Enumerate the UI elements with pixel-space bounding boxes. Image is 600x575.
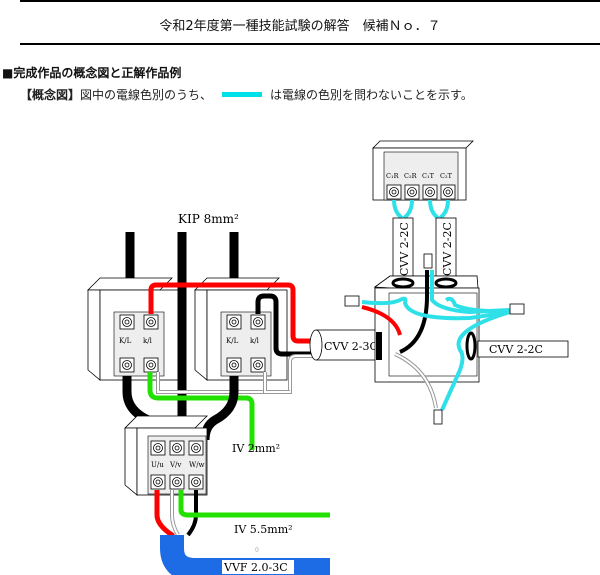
green-wire-iv2 [147,372,255,450]
legend-label: 【概念図】 [20,88,81,102]
black-cable-w [200,376,239,441]
legend-text-before: 図中の電線色別のうち、 [80,88,213,102]
terminal-block-uvw: U/u V/v W/w [124,415,208,496]
cvv-2-3c-label: CVV 2-3C [324,340,378,353]
vvf-cable [160,535,330,575]
cyan-wires-jb [361,270,511,411]
legend-text-after: は電線の色別を問わないことを示す。 [270,88,473,102]
title-rule [20,43,600,45]
page-title: 令和2年度第一種技能試験の解答 候補Ｎｏ．７ [159,19,441,34]
terminal-block-c: C₁R C₂R C₁T C₂T [372,140,474,201]
cvv-2-2c-top1-label: CVV 2-2C [398,222,411,276]
black-wire-jb [399,270,429,354]
ct-1: K/L k/l [87,277,181,381]
tb-label-v: V/v [169,461,181,469]
cvv-2-2c-right-label: CVV 2-2C [489,343,543,356]
red-wire-u [154,490,175,545]
top-rule [20,0,600,2]
cvv-2-2c-top2-label: CVV 2-2C [441,222,454,276]
ct2-k-label: k/l [250,337,260,345]
white-wire-ct1 [157,355,318,393]
tb-label-c2t: C₂T [440,172,453,180]
vvf-label: VVF 2.0-3C [223,561,288,574]
ct1-K-label: K/L [119,337,132,345]
ring-sleeves [344,253,525,425]
sleeve-left [344,295,360,307]
legend: 【概念図】 図中の電線色別のうち、 は電線の色別を問わないことを示す。 [20,86,473,103]
red-wire-jb [361,305,402,336]
sleeve-right [509,303,525,315]
section-heading: ■完成作品の概念図と正解作品例 [2,66,182,80]
cyan-wire-swatch [222,92,263,97]
cvv-2-2c-top-1: CVV 2-2C [392,217,414,283]
white-wire-v [171,490,179,536]
ct-2: K/L k/l [194,277,288,381]
white-wire-ct2 [264,372,290,393]
cvv-2-2c-top-2: CVV 2-2C [435,217,457,283]
black-wire-ct [255,293,318,357]
sleeve-bottom [433,409,443,425]
ct1-k-label: k/l [143,337,153,345]
sleeve-top [423,253,433,269]
ct2-K-label: K/L [226,337,239,345]
tb-label-c1t: C₁T [422,172,435,180]
tb-label-c1r: C₁R [386,172,400,180]
white-wire-jb [394,353,437,409]
cvv-2-2c-right: CVV 2-2C [477,340,569,358]
green-wire-iv55 [178,490,330,518]
iv2-label: IV 2mm² [232,442,280,455]
tb-label-c2r: C₂R [404,172,418,180]
red-wire-ct [148,282,318,344]
tb-label-u: U/u [151,461,164,469]
iv55-label: IV 5.5mm² [234,523,293,536]
small-mark: 0 [255,547,259,554]
tb-label-w: W/w [189,461,205,469]
kip-label: KIP 8mm² [178,212,239,226]
